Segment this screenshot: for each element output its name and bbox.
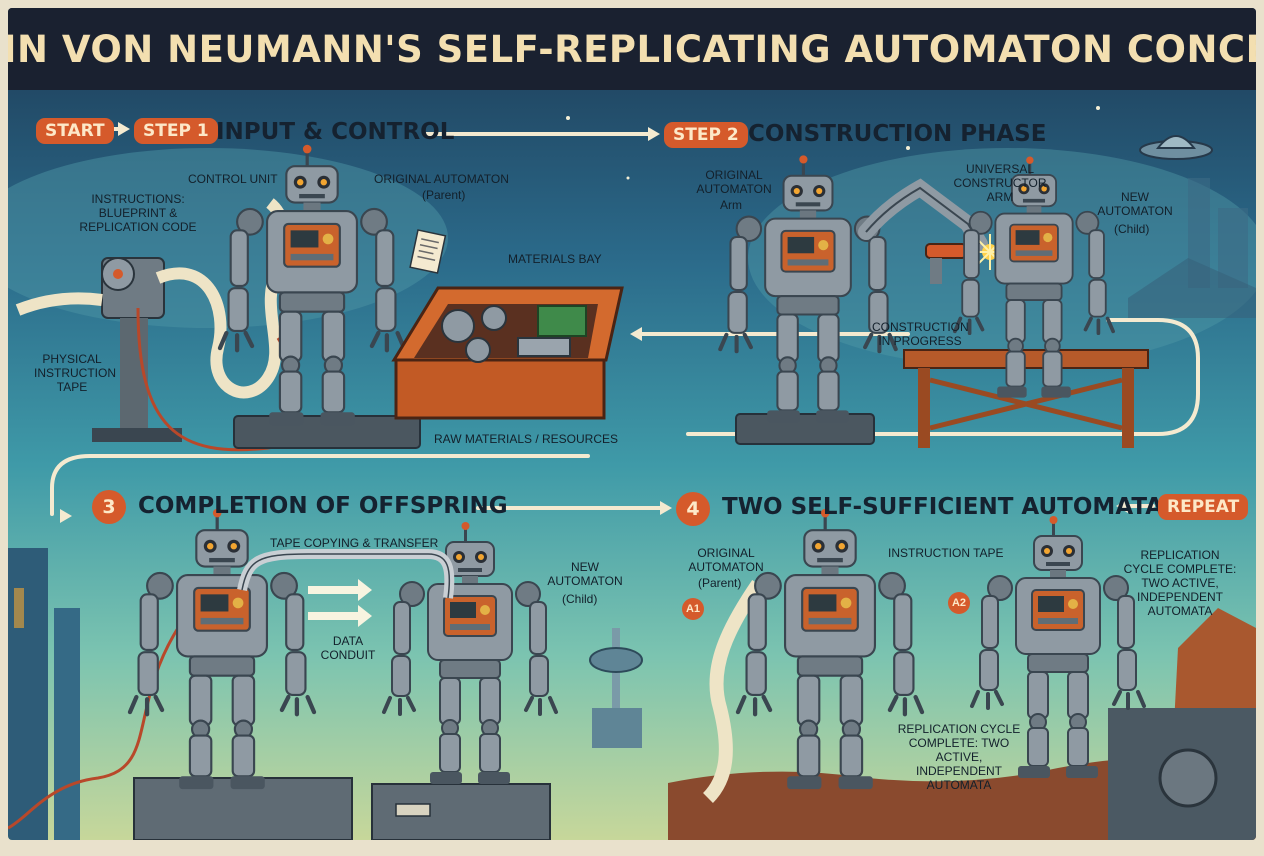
construction-in-progress-label: CONSTRUCTION IN PROGRESS [872,320,968,348]
data-conduit-label: DATA CONDUIT [318,634,378,662]
tape-copying-label: TAPE COPYING & TRANSFER [270,536,438,550]
step-2-title: CONSTRUCTION PHASE [748,121,1046,147]
new-automaton-sublabel: (Child) [562,592,597,606]
materials-bay-label: MATERIALS BAY [508,252,602,266]
original-automaton-label: ORIGINAL AUTOMATON [688,168,780,196]
title-bar: JOHN VON NEUMANN'S SELF-REPLICATING AUTO… [8,8,1256,90]
materials-bay-crate [394,288,622,418]
automaton-a1-tag: A1 [682,598,704,620]
robot-platform [736,414,874,444]
flow-arrowhead [60,509,72,523]
step-1-title: INPUT & CONTROL [216,119,454,145]
raw-materials-label: RAW MATERIALS / RESOURCES [434,432,618,446]
new-automaton-robot [384,522,556,784]
start-badge: START [36,118,114,144]
console-indicator [396,804,430,816]
original-automaton-sublabel: (Parent) [422,188,465,202]
infographic: JOHN VON NEUMANN'S SELF-REPLICATING AUTO… [8,8,1256,840]
city-skyline-left [8,548,80,840]
new-automaton-label: NEW AUTOMATON [1092,190,1178,218]
automaton-a2-tag: A2 [948,592,970,614]
instructions-label: INSTRUCTIONS: BLUEPRINT & REPLICATION CO… [74,192,202,234]
new-automaton-sublabel: (Child) [1114,222,1149,236]
star [627,177,630,180]
flow-arrowhead [660,501,672,515]
flow-arrowhead [630,327,642,341]
control-unit-label: CONTROL UNIT [188,172,278,186]
original-automaton-sublabel: (Parent) [698,576,741,590]
instruction-tape-label: INSTRUCTION TAPE [888,546,1004,560]
replication-cycle-complete-label: REPLICATION CYCLE COMPLETE: TWO ACTIVE, … [894,722,1024,792]
repeat-badge: REPEAT [1158,494,1248,520]
original-automaton-label: ORIGINAL AUTOMATON [374,172,509,186]
flow-arrowhead [648,127,660,141]
original-automaton-label: ORIGINAL AUTOMATON [680,546,772,574]
step-1-badge: STEP 1 [134,118,218,144]
new-automaton-label: NEW AUTOMATON [542,560,628,588]
star [1096,106,1100,110]
replication-cycle-complete-label: REPLICATION CYCLE COMPLETE: TWO ACTIVE, … [1120,548,1240,618]
flying-saucer-icon [1140,136,1212,159]
data-transfer-arrows [308,579,372,627]
step-3-badge: 3 [92,490,126,524]
physical-instruction-tape-label: PHYSICAL INSTRUCTION TAPE [34,352,110,394]
page-title: JOHN VON NEUMANN'S SELF-REPLICATING AUTO… [8,28,1256,71]
step-2-badge: STEP 2 [664,122,748,148]
original-automaton-arm-sublabel: Arm [720,198,742,212]
universal-constructor-arm-label: UNIVERSAL CONSTRUCTOR ARM [952,162,1048,204]
flow-arrowhead [118,122,130,136]
star [566,116,570,120]
step-4-badge: 4 [676,492,710,526]
step-4-title: TWO SELF-SUFFICIENT AUTOMATA [722,494,1163,520]
spire-tower [590,628,642,748]
step-3-title: COMPLETION OF OFFSPRING [138,493,508,519]
